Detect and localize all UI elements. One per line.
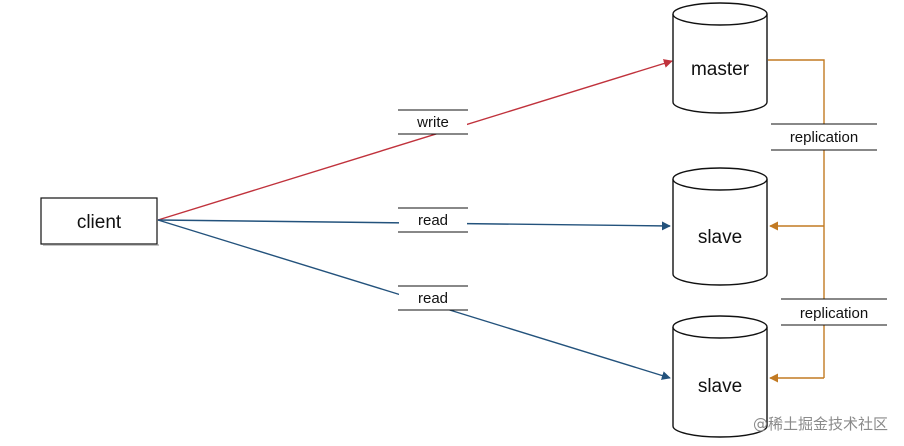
slave-db-node-2: slave: [672, 315, 768, 438]
read-label-1: read: [418, 212, 448, 229]
slave-2-label: slave: [698, 376, 742, 397]
write-label: write: [416, 114, 449, 131]
read-edge-label-2: read: [398, 285, 468, 311]
replication-connector: [768, 59, 825, 378]
client-node: client: [40, 197, 159, 246]
watermark-text: @稀土掘金技术社区: [753, 415, 888, 433]
replication-label-2: replication: [781, 298, 887, 326]
slave-1-label: slave: [698, 227, 742, 248]
client-label: client: [77, 212, 122, 233]
read-edge-label-1: read: [398, 207, 468, 233]
master-label: master: [691, 59, 750, 80]
read-label-2: read: [418, 290, 448, 307]
write-edge-label: write: [398, 109, 468, 135]
write-edge: [157, 59, 673, 221]
replication-label-1: replication: [771, 123, 877, 151]
slave-db-node-1: slave: [672, 167, 768, 286]
replication-label-2-text: replication: [800, 305, 868, 322]
master-db-node: master: [672, 2, 768, 114]
replication-label-1-text: replication: [790, 129, 858, 146]
